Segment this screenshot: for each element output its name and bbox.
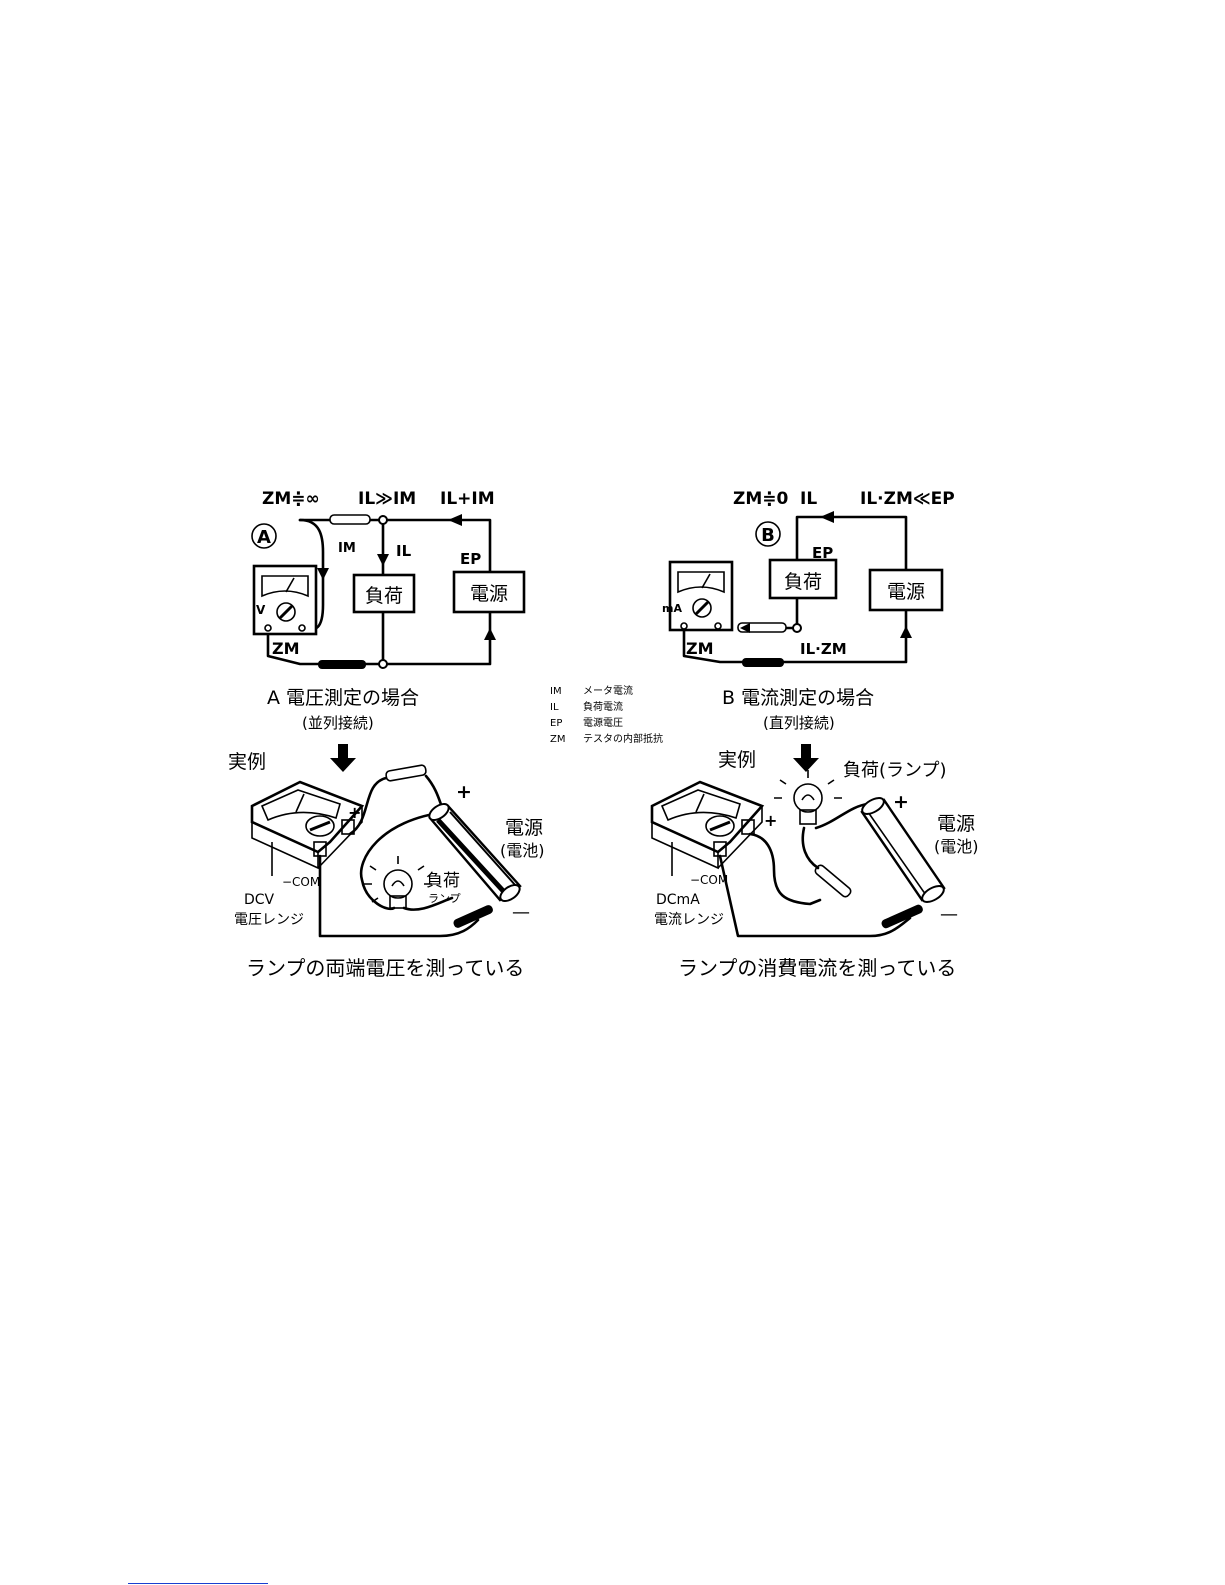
b-lamp-icon [774, 770, 842, 824]
a-arrow-ep [484, 628, 496, 640]
legend: IM メータ電流 IL 負荷電流 EP 電源電圧 ZM テスタの内部抵抗 [550, 684, 663, 745]
b-source-label: 電源 [887, 581, 925, 603]
a-load-2: ランプ [428, 892, 461, 905]
legend-sym-1: IM [550, 686, 562, 697]
legend-sym-4: ZM [550, 734, 565, 745]
b-tag: B [761, 525, 775, 546]
b-example-wire-lamp-batt [816, 804, 868, 828]
a-load-1: 負荷 [426, 871, 460, 891]
a-source-1: 電源 [505, 817, 543, 839]
a-load-label: 負荷 [365, 585, 403, 607]
a-subcaption: (並列接続) [302, 714, 374, 732]
b-zm-label: ZM≑0 [733, 489, 788, 509]
a-zm-label: ZM≑∞ [262, 489, 320, 509]
b-il-zm-label: IL·ZM [800, 640, 847, 658]
legend-sym-3: EP [550, 718, 562, 729]
b-battery-illustration [860, 795, 947, 930]
a-probe-bottom [318, 660, 366, 669]
b-example-probe-lamp [814, 864, 853, 899]
a-batt-plus: + [456, 781, 472, 803]
a-down-arrow [330, 744, 356, 772]
a-range-1: DCV [244, 892, 275, 908]
b-example-label: 実例 [718, 749, 756, 771]
legend-desc-2: 負荷電流 [583, 700, 623, 713]
b-zm-bottom-label: ZM [686, 639, 714, 658]
b-batt-minus: — [940, 904, 958, 925]
a-arrow-top [448, 514, 462, 526]
b-source-1: 電源 [937, 813, 975, 835]
a-ep-label: EP [460, 550, 481, 568]
a-example-label: 実例 [228, 751, 266, 773]
b-ma-label: mA [662, 602, 682, 615]
legend-desc-1: メータ電流 [583, 684, 633, 697]
a-source-2: (電池) [500, 841, 545, 860]
a-lamp-icon [364, 856, 432, 908]
b-probe-bottom [742, 658, 784, 667]
a-tester-illustration [252, 782, 362, 876]
b-il-zm-ep-label: IL·ZM≪EP [860, 489, 955, 509]
b-example-wire-com [720, 856, 910, 936]
b-example-wire-plus [750, 834, 820, 904]
a-arrow-im [317, 568, 329, 580]
b-load-label: 負荷 [784, 571, 822, 593]
legend-sym-2: IL [550, 702, 559, 713]
legend-desc-4: テスタの内部抵抗 [583, 732, 663, 745]
a-example-probe-plus [385, 765, 426, 782]
a-zm-bottom-label: ZM [272, 639, 300, 658]
b-range-1: DCmA [656, 892, 700, 908]
a-batt-minus: — [512, 902, 530, 923]
b-arrow-ep [900, 626, 912, 638]
a-im-label: IM [338, 541, 356, 556]
b-meter-plus: + [764, 811, 777, 830]
b-junction [793, 624, 801, 632]
b-caption: B 電流測定の場合 [722, 687, 874, 709]
b-example-wire-lamp-probe [803, 828, 818, 868]
b-range-2: 電流レンジ [654, 912, 724, 928]
b-load-label: 負荷(ランプ) [843, 760, 947, 781]
b-com-label: −COM [690, 873, 728, 887]
b-source-2: (電池) [934, 837, 979, 856]
legend-desc-3: 電源電圧 [583, 716, 623, 729]
diagram-a: ZM≑∞ IL≫IM IL+IM A IM IL EP ZM [252, 489, 524, 732]
b-batt-plus: + [893, 791, 909, 813]
a-probe-top [330, 515, 370, 524]
a-junction-bottom [379, 660, 387, 668]
b-subcaption: (直列接続) [763, 714, 835, 732]
a-com-label: −COM [282, 875, 320, 889]
a-il-plus-im-label: IL+IM [440, 489, 495, 509]
bottom-divider [128, 1583, 268, 1584]
b-arrow-top [820, 511, 834, 523]
example-a: 実例 + −COM DCV 電圧レンジ [228, 744, 545, 980]
a-meter-plus: + [348, 803, 361, 822]
b-example-caption: ランプの消費電流を測っている [678, 956, 956, 980]
a-arrow-il [377, 554, 389, 566]
a-v-label: V [256, 603, 266, 617]
a-source-label: 電源 [470, 583, 508, 605]
a-il-label: IL [396, 542, 412, 560]
b-tester-illustration [652, 782, 762, 876]
b-ammeter: mA [662, 562, 732, 630]
b-il-label: IL [800, 489, 817, 509]
a-example-caption: ランプの両端電圧を測っている [246, 956, 524, 980]
diagram-b: ZM≑0 IL IL·ZM≪EP B EP ZM IL·ZM mA 負荷 電 [662, 489, 955, 732]
a-tag: A [257, 527, 271, 548]
b-down-arrow [793, 744, 819, 772]
a-junction-top [379, 516, 387, 524]
a-caption: A 電圧測定の場合 [267, 687, 419, 709]
example-b: 実例 負荷(ランプ) + −COM DCmA 電流レンジ [652, 744, 979, 980]
a-range-2: 電圧レンジ [234, 912, 304, 928]
a-il-im-label: IL≫IM [358, 489, 416, 509]
a-voltmeter: V [254, 566, 316, 634]
